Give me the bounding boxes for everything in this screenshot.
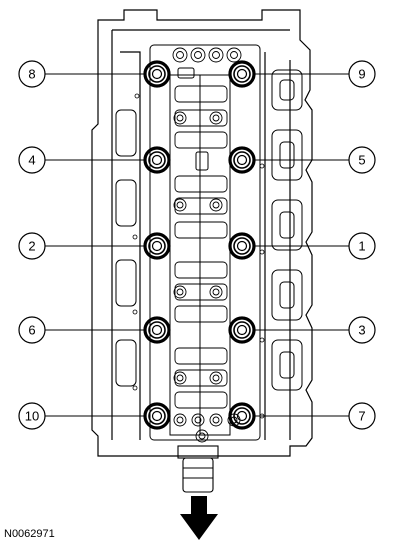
head-bolt-rear-left xyxy=(143,60,171,88)
cylinder-head-body xyxy=(91,9,313,457)
head-bolt-front-left xyxy=(143,402,171,430)
callout-number: 2 xyxy=(28,239,35,254)
callout-number: 3 xyxy=(358,323,365,338)
callout-circle xyxy=(18,146,46,174)
arrow-down-icon xyxy=(180,496,218,540)
head-bolt-front-right xyxy=(228,402,256,430)
head-bolt-center-right xyxy=(228,232,256,260)
callout-number: 10 xyxy=(25,409,39,424)
callout-number: 1 xyxy=(358,239,365,254)
callout-circle xyxy=(18,402,46,430)
callout-circle xyxy=(18,232,46,260)
callout-number: 4 xyxy=(28,153,35,168)
port-windows-left xyxy=(115,109,137,387)
callout-circle xyxy=(348,146,376,174)
callout-number: 9 xyxy=(358,67,365,82)
callout-circle xyxy=(18,316,46,344)
callout-number: 7 xyxy=(358,409,365,424)
head-nose xyxy=(177,445,219,493)
callout-number: 8 xyxy=(28,67,35,82)
head-bolt-row2-right xyxy=(228,146,256,174)
head-bolts xyxy=(143,60,256,430)
head-bolt-rear-right xyxy=(228,60,256,88)
head-bolt-row2-left xyxy=(143,146,171,174)
port-windows-right xyxy=(271,69,303,391)
callout-circle xyxy=(348,316,376,344)
callout-number: 6 xyxy=(28,323,35,338)
head-bolt-center-left xyxy=(143,232,171,260)
callout-circle xyxy=(348,232,376,260)
callout-circle xyxy=(18,60,46,88)
bolt-sequence-callouts: 8 9 4 5 2 1 6 3 10 7 xyxy=(18,60,376,430)
callout-number: 5 xyxy=(358,153,365,168)
callout-circle xyxy=(348,402,376,430)
head-bolt-row4-left xyxy=(143,316,171,344)
head-bolt-row4-right xyxy=(228,316,256,344)
callout-circle xyxy=(348,60,376,88)
valvetrain-center xyxy=(149,44,261,443)
figure-id: N0062971 xyxy=(4,528,55,540)
